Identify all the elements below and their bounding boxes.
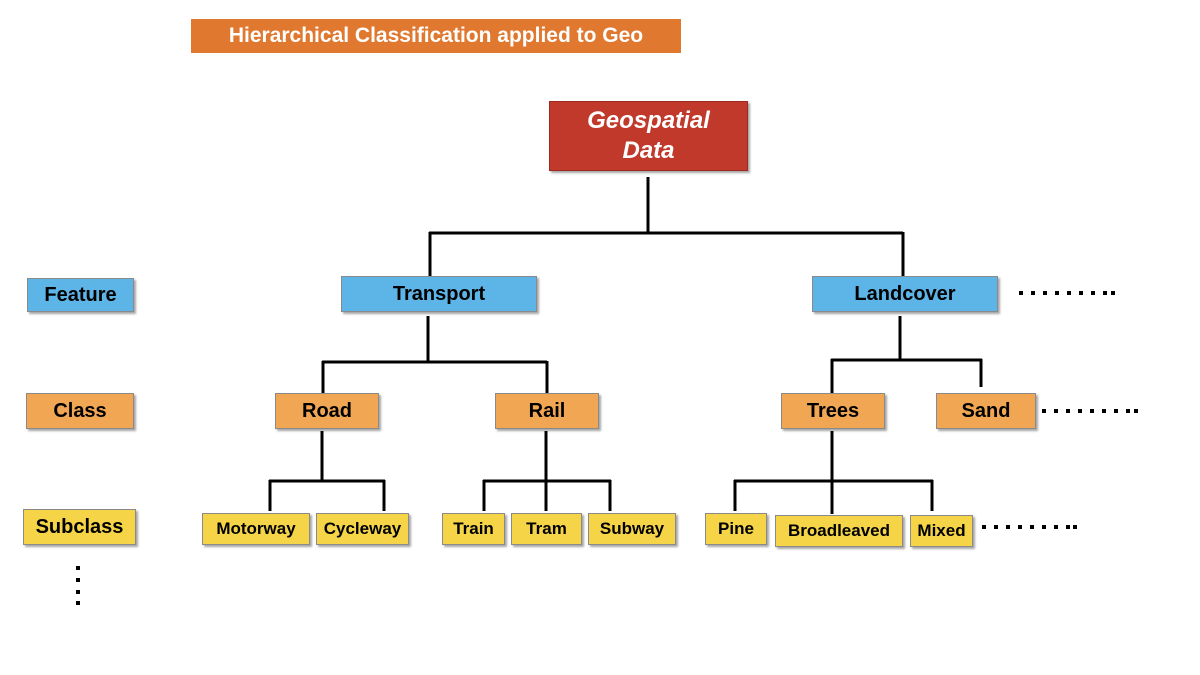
class-node-road: Road	[275, 393, 379, 429]
level-label-subclass: Subclass	[23, 509, 136, 545]
class-node-trees: Trees	[781, 393, 885, 429]
subclass-node-tram: Tram	[511, 513, 582, 545]
subclass-node-pine: Pine	[705, 513, 767, 545]
ellipsis-subclass	[982, 525, 1077, 529]
root-label-line2: Data	[622, 137, 675, 164]
class-node-rail: Rail	[495, 393, 599, 429]
class-node-sand: Sand	[936, 393, 1036, 429]
subclass-node-mixed: Mixed	[910, 515, 973, 547]
root-label-line1: Geospatial	[587, 107, 710, 134]
subclass-node-train: Train	[442, 513, 505, 545]
root-node: Geospatial Data	[549, 101, 748, 171]
subclass-node-cycleway: Cycleway	[316, 513, 409, 545]
subclass-node-subway: Subway	[588, 513, 676, 545]
level-label-feature: Feature	[27, 278, 134, 312]
level-label-class: Class	[26, 393, 134, 429]
diagram-title: Hierarchical Classification applied to G…	[191, 19, 681, 53]
ellipsis-feature	[1019, 291, 1115, 295]
ellipsis-levels	[76, 566, 80, 605]
subclass-node-motorway: Motorway	[202, 513, 310, 545]
feature-node-transport: Transport	[341, 276, 537, 312]
feature-node-landcover: Landcover	[812, 276, 998, 312]
ellipsis-class	[1042, 409, 1138, 413]
subclass-node-broadleaved: Broadleaved	[775, 515, 903, 547]
